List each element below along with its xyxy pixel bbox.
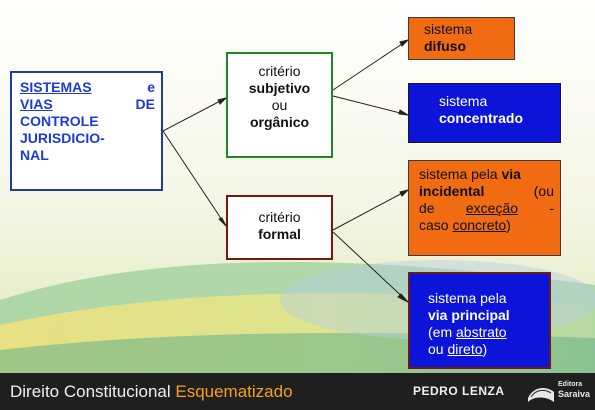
incidental-line-2: incidental (ou <box>419 183 554 200</box>
difuso-line-1: sistema <box>424 21 473 37</box>
incidental-l4-b: concreto <box>452 217 507 233</box>
crit-sub-line-4: orgânico <box>249 114 310 130</box>
principal-line-2: via principal <box>428 307 510 323</box>
incidental-l2-a: incidental <box>419 183 485 199</box>
incidental-l3-b: exceção <box>465 200 519 216</box>
root-line-4: JURISDICIO- <box>20 130 105 146</box>
incidental-l2-b: (ou <box>533 183 554 199</box>
node-via-principal: sistema pela via principal (em abstrato … <box>408 272 551 369</box>
publisher-logo-text: Editora Saraiva <box>558 381 590 399</box>
incidental-line-4: caso concreto) <box>419 217 554 234</box>
node-sistema-concentrado: sistema concentrado <box>408 83 561 143</box>
incidental-l4-c: ) <box>506 217 511 233</box>
incidental-l3-c: - <box>549 200 554 216</box>
crit-sub-line-3: ou <box>271 97 288 113</box>
root-node-sistemas-e-vias: SISTEMAS e VIAS DE CONTROLE JURISDICIO- … <box>10 71 163 191</box>
principal-line-3: (em abstrato <box>428 324 543 341</box>
node-criterio-subjetivo: critério subjetivo ou orgânico <box>226 52 333 158</box>
root-line-2-right: DE <box>135 96 155 112</box>
logo-line-1: Editora <box>558 381 583 388</box>
concentrado-line-1: sistema <box>439 93 488 109</box>
connector-arrows <box>162 39 410 303</box>
principal-line-1: sistema pela <box>428 290 507 306</box>
footer-author: PEDRO LENZA <box>413 384 505 398</box>
root-line-1-left: SISTEMAS <box>20 79 92 95</box>
principal-l3-b: abstrato <box>456 324 507 340</box>
incidental-line-1: sistema pela via <box>419 166 554 183</box>
node-via-incidental: sistema pela via incidental (ou de exceç… <box>408 160 561 256</box>
incidental-l1-a: sistema pela <box>419 166 502 182</box>
crit-form-line-1: critério <box>258 209 301 225</box>
footer-title-main: Direito Constitucional <box>10 382 176 401</box>
incidental-l3-a: de <box>419 200 435 216</box>
root-line-5: NAL <box>20 147 49 163</box>
book-logo-icon <box>528 388 554 402</box>
crit-sub-line-2: subjetivo <box>248 80 311 96</box>
node-sistema-difuso: sistema difuso <box>408 17 515 60</box>
principal-l4-a: ou <box>428 341 448 357</box>
incidental-line-3: de exceção - <box>419 200 554 217</box>
concentrado-line-2: concentrado <box>439 110 524 126</box>
principal-l4-c: ) <box>482 341 488 357</box>
principal-l4-b: direto <box>447 341 483 357</box>
footer-title-highlight: Esquematizado <box>175 382 293 401</box>
incidental-l4-a: caso <box>419 217 453 233</box>
difuso-line-2: difuso <box>424 38 466 54</box>
principal-l3-a: (em <box>428 324 456 340</box>
footer-title: Direito Constitucional Esquematizado <box>10 382 293 402</box>
crit-form-line-2: formal <box>258 226 301 242</box>
root-line-3: CONTROLE <box>20 113 99 129</box>
crit-sub-line-1: critério <box>258 63 301 79</box>
logo-line-2: Saraiva <box>558 389 591 399</box>
node-criterio-formal: critério formal <box>226 195 333 260</box>
root-line-1-right: e <box>147 79 155 95</box>
incidental-l1-b: via <box>501 166 521 182</box>
footer-bar: Direito Constitucional Esquematizado PED… <box>0 373 595 410</box>
principal-line-4: ou direto) <box>428 341 543 358</box>
root-line-2-left: VIAS <box>20 96 53 112</box>
